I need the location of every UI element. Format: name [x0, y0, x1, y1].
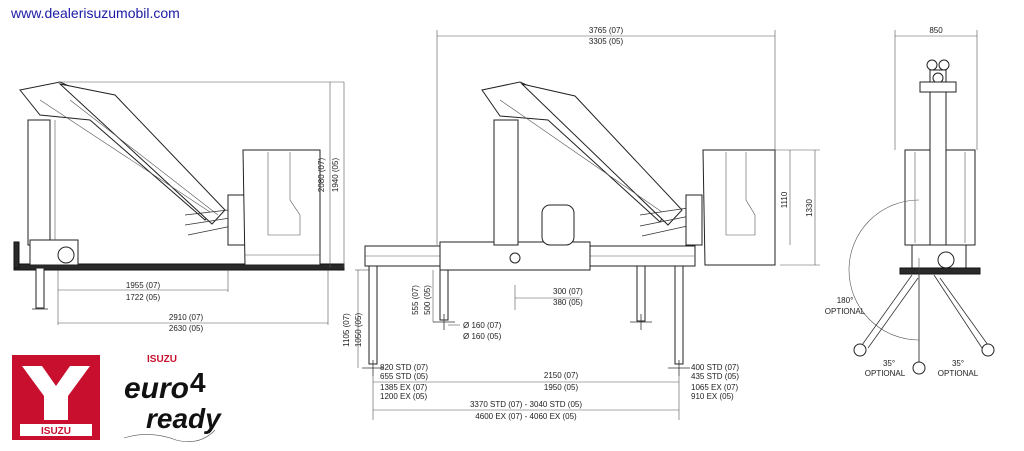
front-dim-500: 500 (05)	[423, 285, 432, 315]
side-stowed-box	[242, 149, 321, 266]
front-span-std: 3370 STD (07) - 3040 STD (05)	[470, 400, 582, 409]
front-left-std-07: 820 STD (07)	[380, 363, 428, 372]
front-view: 3765 (07) 3305 (05) 1110 1330	[342, 26, 820, 421]
front-dim-top-07: 3765 (07)	[589, 26, 624, 35]
rear-crane-mast	[929, 69, 947, 251]
front-crane-column	[493, 119, 519, 246]
side-crane-column	[27, 119, 51, 246]
isuzu-logo: ISUZU	[12, 355, 100, 440]
front-oil-tank	[541, 204, 575, 246]
rear-angle-35-right: 35°	[952, 359, 964, 368]
front-dim-1110: 1110	[780, 191, 789, 208]
front-dim-380: 380 (05)	[553, 298, 583, 307]
rear-angle-35-left-optional: OPTIONAL	[865, 369, 906, 378]
side-dim-reach2-05: 2630 (05)	[169, 324, 204, 333]
front-dim-1050: 1050 (05)	[354, 313, 363, 348]
isuzu-logo-text: ISUZU	[41, 426, 71, 437]
front-left-ex-07: 1385 EX (07)	[380, 383, 427, 392]
front-dia-160-05: Ø 160 (05)	[463, 332, 502, 341]
front-stowed-box	[702, 149, 776, 266]
euro-text: euro	[124, 372, 189, 405]
rear-angle-35-right-optional: OPTIONAL	[938, 369, 979, 378]
side-knuckle-boom	[58, 83, 226, 225]
rear-rotation-arc	[848, 199, 920, 341]
site-url[interactable]: www.dealerisuzumobil.com	[11, 5, 180, 21]
front-right-ex-05: 910 EX (05)	[691, 392, 734, 401]
euro4-isuzu-text: ISUZU	[147, 354, 177, 365]
front-left-ex-05: 1200 EX (05)	[380, 392, 427, 401]
front-right-ex-07: 1065 EX (07)	[691, 383, 738, 392]
euro4-ready-logo: ISUZU euro 4 ready	[123, 354, 222, 442]
front-leg-inner-right	[636, 265, 646, 322]
front-dim-555: 555 (07)	[411, 285, 420, 315]
side-dim-height-07: 2080 (07)	[317, 158, 326, 193]
rear-view: 850 180° OPTIONAL 35° OPTIONAL 35° OPTIO…	[825, 26, 995, 378]
rear-dim-width: 850	[929, 26, 943, 35]
side-dim-reach1-05: 1722 (05)	[126, 293, 161, 302]
front-right-std-05: 435 STD (05)	[691, 372, 739, 381]
ready-text: ready	[146, 403, 222, 434]
side-view: 2080 (07) 1940 (05) 1955 (07) 1722 (05) …	[13, 81, 345, 333]
front-leg-far-right	[674, 265, 684, 365]
front-dim-top-05: 3305 (05)	[589, 37, 624, 46]
side-base-wheel	[57, 246, 75, 264]
front-dim-1330: 1330	[805, 199, 814, 217]
rear-angle-180-optional: OPTIONAL	[825, 307, 866, 316]
front-span-ex: 4600 EX (07) - 4060 EX (05)	[475, 412, 577, 421]
front-left-std-05: 655 STD (05)	[380, 372, 428, 381]
front-knuckle-boom	[520, 83, 683, 226]
front-dia-160-07: Ø 160 (07)	[463, 321, 502, 330]
rear-angle-180: 180°	[837, 296, 854, 305]
side-outrigger-leg	[35, 267, 45, 309]
front-right-std-07: 400 STD (07)	[691, 363, 739, 372]
euro-number-text: 4	[190, 367, 206, 398]
side-dim-reach1-07: 1955 (07)	[126, 281, 161, 290]
side-chassis-end	[13, 241, 20, 269]
front-dim-mid-05: 1950 (05)	[544, 383, 579, 392]
front-leg-far-left	[368, 265, 378, 365]
front-dim-300: 300 (07)	[553, 287, 583, 296]
front-leg-inner-left	[439, 269, 449, 321]
front-dim-1105: 1105 (07)	[342, 313, 351, 347]
side-dim-reach2-07: 2910 (07)	[169, 313, 204, 322]
front-dim-mid-07: 2150 (07)	[544, 371, 579, 380]
rear-angle-35-left: 35°	[883, 359, 895, 368]
side-boom-head	[227, 194, 247, 246]
side-dim-height-05: 1940 (05)	[331, 158, 340, 193]
